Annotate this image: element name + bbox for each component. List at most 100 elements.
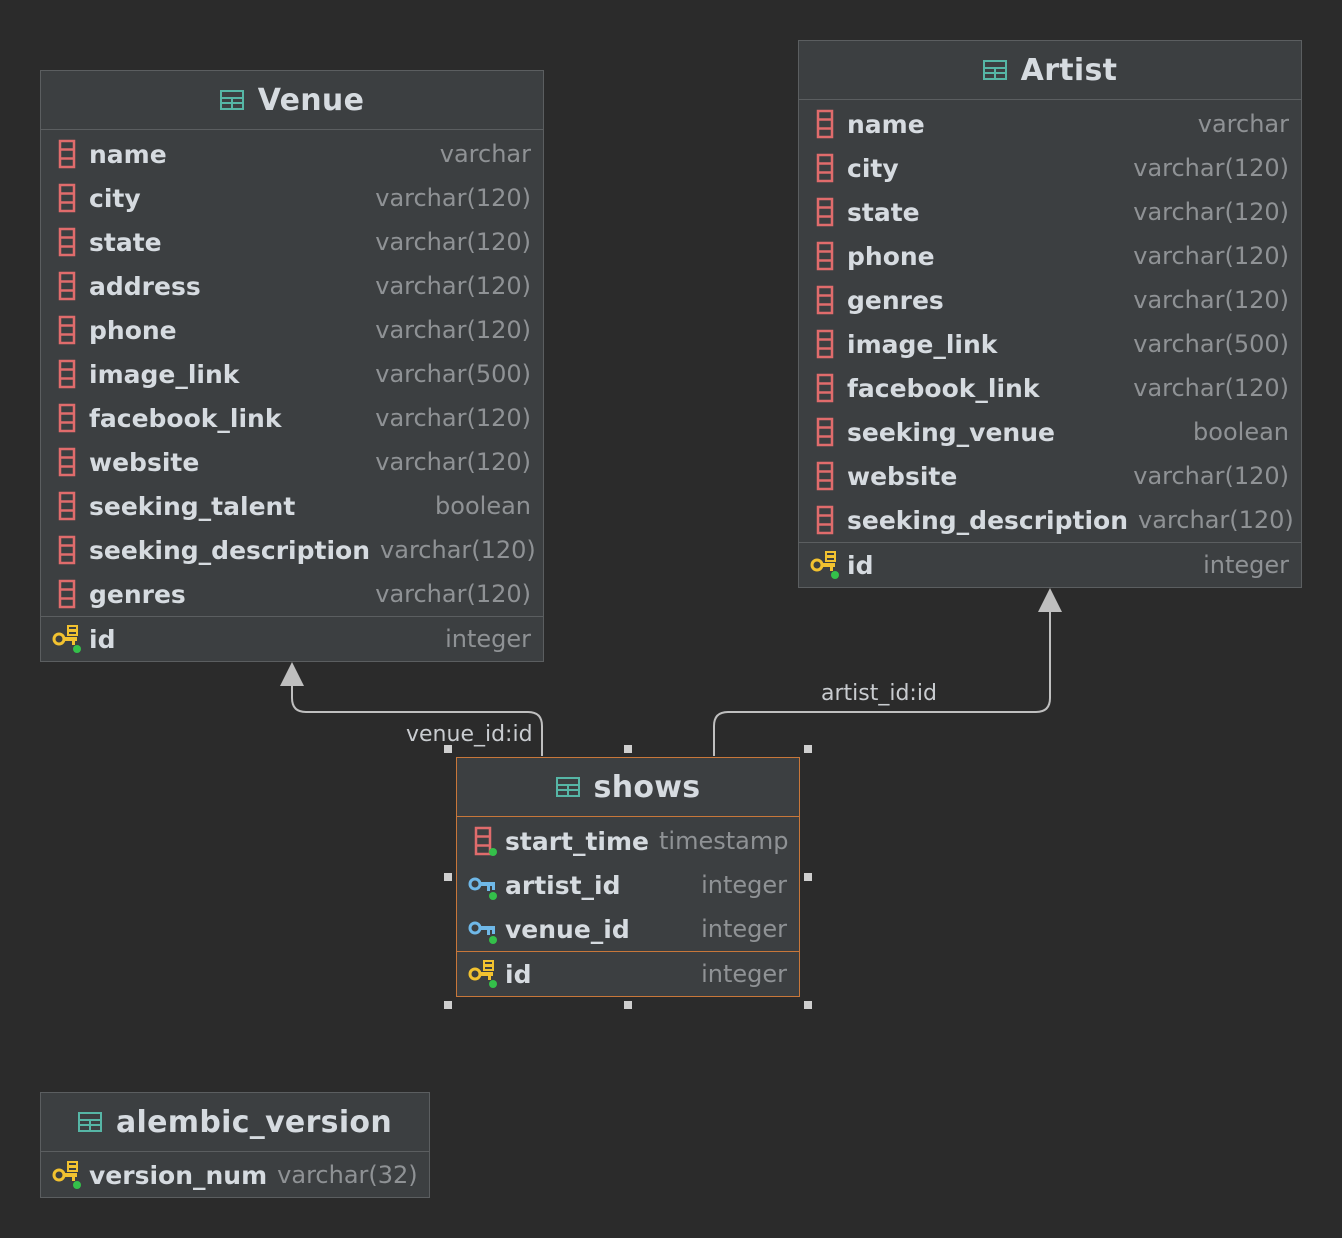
column-icon: [58, 447, 76, 477]
column-name: facebook_link: [847, 373, 1040, 403]
primary-key-row[interactable]: id integer: [41, 617, 543, 661]
resize-handle[interactable]: [804, 1001, 812, 1009]
column-icon: [58, 403, 76, 433]
column-name: seeking_description: [89, 535, 371, 565]
column-name: genres: [89, 579, 186, 609]
table-header: shows: [457, 758, 799, 817]
column-type: varchar: [1197, 110, 1289, 138]
column-type: varchar(120): [375, 184, 531, 212]
primary-key-row[interactable]: version_num varchar(32): [41, 1152, 429, 1198]
column-type: boolean: [435, 492, 531, 520]
column-name: image_link: [89, 359, 240, 389]
table-alembic-version[interactable]: alembic_version version_num varchar(32): [40, 1092, 430, 1198]
column-icon: [58, 183, 76, 213]
column-name: state: [847, 197, 920, 227]
column-icon: [816, 197, 834, 227]
column-name: website: [89, 447, 200, 477]
column-type: integer: [701, 915, 787, 943]
column-type: varchar(120): [1138, 506, 1294, 534]
column-icon: [816, 285, 834, 315]
column-row[interactable]: genres varchar(120): [799, 278, 1301, 322]
column-icon: [816, 241, 834, 271]
table-icon: [982, 60, 1007, 80]
resize-handle[interactable]: [804, 873, 812, 881]
column-icon: [816, 417, 834, 447]
venue-arrowhead: [280, 662, 304, 686]
column-icon: [816, 461, 834, 491]
table-title: alembic_version: [116, 1104, 392, 1140]
column-icon: [816, 153, 834, 183]
resize-handle[interactable]: [624, 745, 632, 753]
column-row[interactable]: genres varchar(120): [41, 572, 543, 616]
column-name: seeking_talent: [89, 491, 296, 521]
primary-key-section: id integer: [457, 951, 799, 996]
primary-key-row[interactable]: id integer: [799, 543, 1301, 587]
column-name: seeking_description: [847, 505, 1129, 535]
primary-key-section: id integer: [41, 616, 543, 661]
table-title: Venue: [257, 82, 365, 118]
column-icon: [58, 491, 76, 521]
venue-relation-label: venue_id:id: [406, 722, 533, 747]
column-icon: [58, 139, 76, 169]
resize-handle[interactable]: [444, 745, 452, 753]
column-name: image_link: [847, 329, 998, 359]
column-row[interactable]: website varchar(120): [41, 440, 543, 484]
column-type: varchar(120): [1133, 242, 1289, 270]
column-type: varchar(120): [1133, 462, 1289, 490]
table-icon: [555, 777, 580, 797]
column-type: varchar(120): [375, 448, 531, 476]
resize-handle[interactable]: [444, 873, 452, 881]
column-name: facebook_link: [89, 403, 282, 433]
column-name: id: [847, 550, 874, 580]
column-name: address: [89, 271, 201, 301]
primary-key-icon: [52, 1161, 81, 1189]
resize-handle[interactable]: [444, 1001, 452, 1009]
column-row[interactable]: seeking_talent boolean: [41, 484, 543, 528]
column-type: boolean: [1193, 418, 1289, 446]
table-icon: [78, 1112, 102, 1132]
table-icon: [219, 90, 244, 110]
primary-key-section: id integer: [799, 542, 1301, 587]
column-type: integer: [701, 871, 787, 899]
table-title: Artist: [1020, 52, 1118, 88]
resize-handle[interactable]: [804, 745, 812, 753]
column-name: city: [847, 153, 899, 183]
column-icon: [58, 535, 76, 565]
column-row[interactable]: image_link varchar(500): [41, 352, 543, 396]
column-type: varchar(120): [375, 580, 531, 608]
primary-key-icon: [468, 960, 497, 988]
column-row[interactable]: seeking_description varchar(120): [799, 498, 1301, 542]
column-type: varchar(500): [375, 360, 531, 388]
column-type: varchar(120): [1133, 286, 1289, 314]
column-name: state: [89, 227, 162, 257]
column-name: version_num: [89, 1160, 268, 1190]
primary-key-row[interactable]: id integer: [457, 952, 799, 996]
column-icon: [58, 271, 76, 301]
resize-handle[interactable]: [624, 1001, 632, 1009]
column-name: genres: [847, 285, 944, 315]
